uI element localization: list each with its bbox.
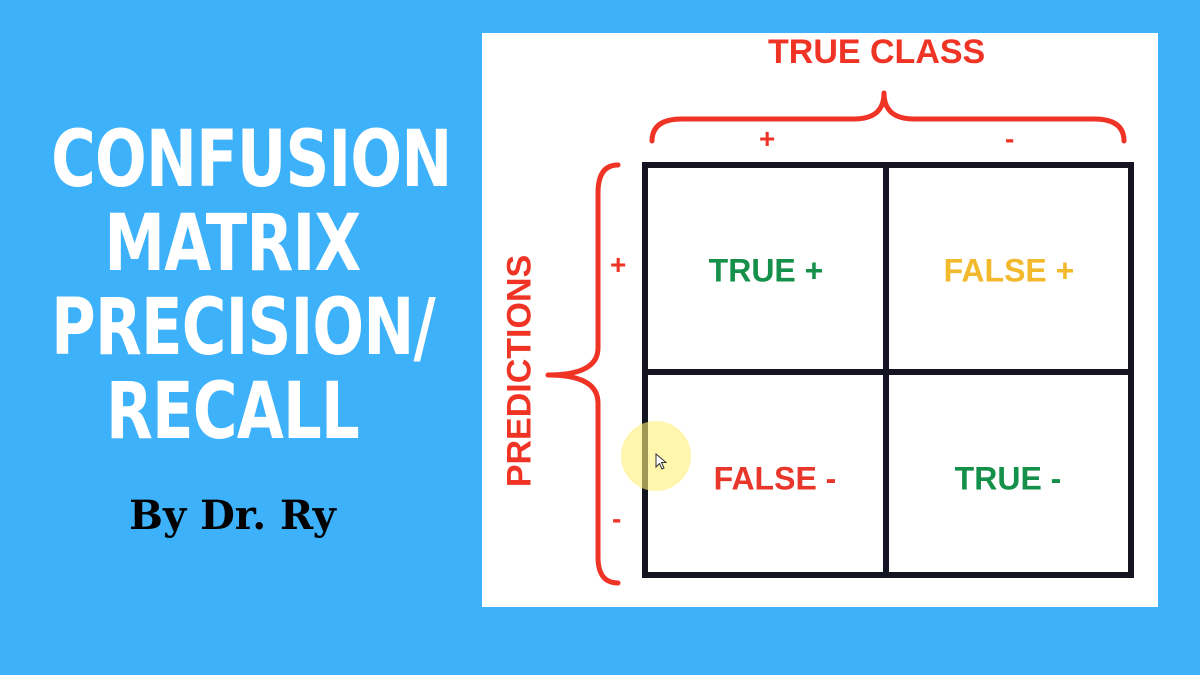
confusion-matrix-diagram — [545, 90, 1134, 586]
cursor-arrow-icon — [655, 453, 668, 470]
title-line-1: CONFUSION — [51, 115, 452, 205]
cell-true-negative: TRUE - — [954, 460, 1062, 497]
column-sign-negative: - — [1005, 123, 1015, 154]
title-line-4: RECALL — [105, 367, 360, 457]
brace-left-icon — [545, 162, 621, 586]
cell-false-negative: FALSE - — [713, 460, 837, 497]
title-line-2: MATRIX — [104, 199, 361, 289]
row-sign-positive: + — [610, 249, 627, 280]
brace-top-icon — [649, 90, 1127, 144]
author-byline: By Dr. Ry — [129, 492, 336, 539]
video-title: CONFUSION MATRIX PRECISION/ RECALL — [0, 118, 465, 454]
confusion-matrix-panel: TRUE CLASS + - + - PREDICTIONS TRUE + FA… — [482, 33, 1158, 607]
true-class-label: TRUE CLASS — [768, 33, 986, 71]
row-sign-negative: - — [612, 503, 622, 534]
cell-true-positive: TRUE + — [708, 252, 824, 289]
column-sign-positive: + — [759, 123, 776, 154]
predictions-label: PREDICTIONS — [500, 254, 539, 488]
title-line-3: PRECISION/ — [51, 283, 436, 373]
cell-false-positive: FALSE + — [943, 252, 1075, 289]
